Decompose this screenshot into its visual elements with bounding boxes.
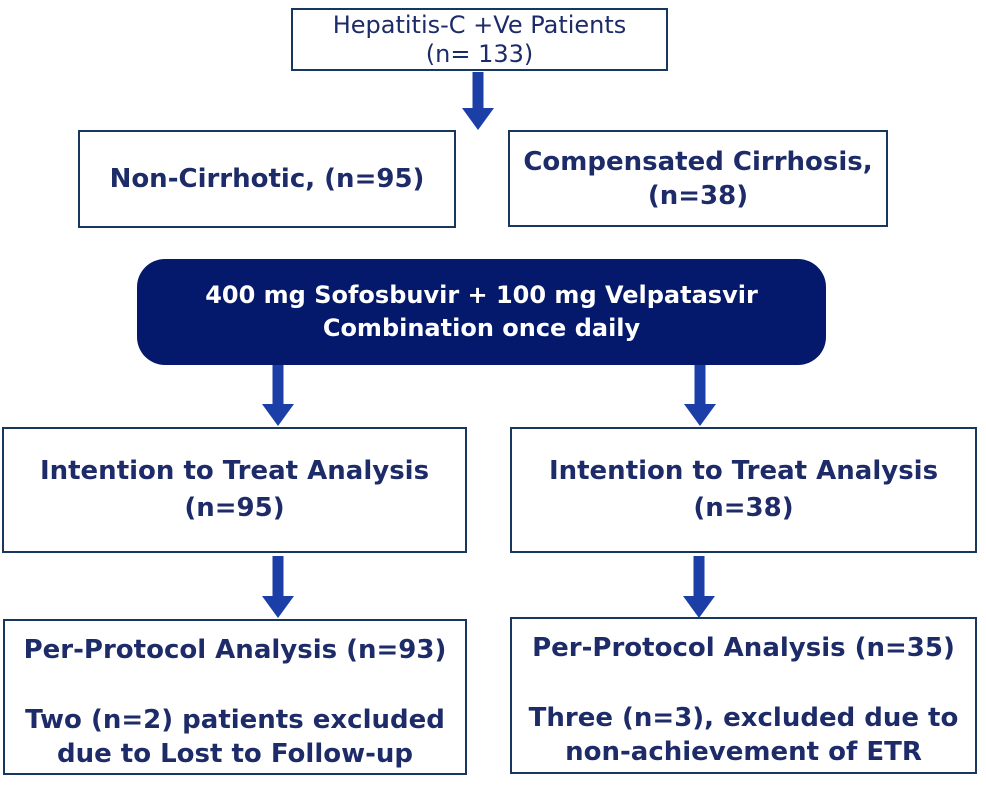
node-treatment-regimen: 400 mg Sofosbuvir + 100 mg Velpatasvir C… bbox=[137, 259, 826, 365]
arrow-head bbox=[683, 596, 715, 618]
arrow-shaft bbox=[472, 72, 484, 110]
node-hepatitis-patients-line1: Hepatitis-C +Ve Patients bbox=[332, 10, 627, 39]
node-compensated-cirrhosis-line1: Compensated Cirrhosis, bbox=[523, 146, 873, 177]
arrow-head bbox=[262, 596, 294, 618]
flow-arrow-top-icon bbox=[462, 72, 494, 130]
arrow-head bbox=[262, 404, 294, 426]
node-itt-non-cirrhotic-line2: (n=95) bbox=[184, 493, 285, 523]
node-itt-non-cirrhotic: Intention to Treat Analysis (n=95) bbox=[2, 427, 467, 553]
node-itt-cirrhosis-line1: Intention to Treat Analysis bbox=[548, 456, 939, 486]
arrow-shaft bbox=[272, 365, 284, 406]
node-hepatitis-patients-line2: (n= 133) bbox=[425, 39, 534, 68]
node-pp-non-cirrhotic-line1: Per-Protocol Analysis (n=93) bbox=[23, 635, 447, 665]
flow-arrow-mid-right-icon bbox=[684, 365, 716, 426]
node-pp-non-cirrhotic-line3: due to Lost to Follow-up bbox=[56, 739, 414, 769]
arrow-head bbox=[462, 108, 494, 130]
arrow-shaft bbox=[694, 365, 706, 406]
node-pp-non-cirrhotic-line2: Two (n=2) patients excluded bbox=[25, 705, 445, 735]
node-treatment-regimen-line2: Combination once daily bbox=[322, 314, 641, 342]
node-non-cirrhotic-line1: Non-Cirrhotic, (n=95) bbox=[109, 164, 425, 194]
node-pp-cirrhosis-line3: non-achievement of ETR bbox=[565, 737, 922, 767]
arrow-shaft bbox=[272, 556, 284, 598]
node-itt-cirrhosis-line2: (n=38) bbox=[693, 493, 794, 523]
flow-arrow-bottom-left-icon bbox=[262, 556, 294, 618]
node-compensated-cirrhosis: Compensated Cirrhosis, (n=38) bbox=[508, 130, 888, 227]
arrow-head bbox=[684, 404, 716, 426]
node-itt-cirrhosis: Intention to Treat Analysis (n=38) bbox=[510, 427, 977, 553]
node-compensated-cirrhosis-line2: (n=38) bbox=[647, 180, 749, 211]
node-pp-non-cirrhotic: Per-Protocol Analysis (n=93) Two (n=2) p… bbox=[3, 619, 467, 775]
node-non-cirrhotic: Non-Cirrhotic, (n=95) bbox=[78, 130, 456, 228]
flow-arrow-bottom-right-icon bbox=[683, 556, 715, 618]
node-pp-cirrhosis: Per-Protocol Analysis (n=35) Three (n=3)… bbox=[510, 617, 977, 774]
node-itt-non-cirrhotic-line1: Intention to Treat Analysis bbox=[39, 456, 430, 486]
flow-arrow-mid-left-icon bbox=[262, 365, 294, 426]
node-pp-cirrhosis-line1: Per-Protocol Analysis (n=35) bbox=[532, 633, 955, 663]
arrow-shaft bbox=[693, 556, 705, 598]
node-treatment-regimen-line1: 400 mg Sofosbuvir + 100 mg Velpatasvir bbox=[205, 281, 758, 309]
node-pp-cirrhosis-line2: Three (n=3), excluded due to bbox=[528, 703, 959, 733]
node-hepatitis-patients: Hepatitis-C +Ve Patients (n= 133) bbox=[291, 8, 668, 71]
